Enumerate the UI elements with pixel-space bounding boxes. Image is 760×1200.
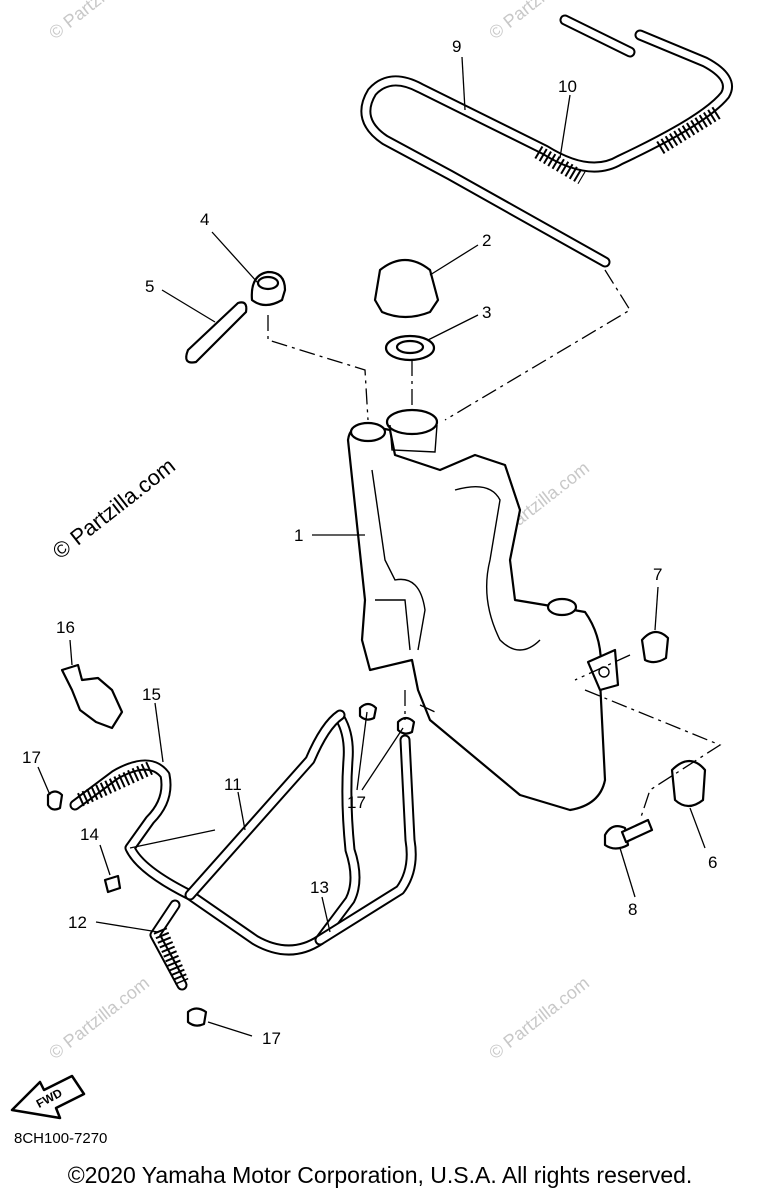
clip <box>46 790 64 811</box>
bolt <box>603 818 654 850</box>
leader-lines <box>37 56 706 1037</box>
callout-4: 4 <box>200 210 209 229</box>
callout-10: 10 <box>558 77 577 96</box>
collar <box>640 630 670 664</box>
grommet <box>670 759 707 808</box>
callout-2: 2 <box>482 231 491 250</box>
callout-7: 7 <box>653 565 662 584</box>
callout-13: 13 <box>310 878 329 897</box>
watermark-main: © Partzilla.com <box>48 453 180 564</box>
watermark: © Partzilla.com <box>485 973 593 1063</box>
watermark: © Partzilla.com <box>45 0 153 43</box>
callout-17: 17 <box>347 793 366 812</box>
hose-holder <box>60 663 124 730</box>
short-pipe <box>185 301 248 364</box>
callout-8: 8 <box>628 900 637 919</box>
oil-hoses <box>69 709 417 991</box>
hose-fitting <box>250 270 287 307</box>
callout-16: 16 <box>56 618 75 637</box>
assembly-lines <box>267 269 722 821</box>
callout-12: 12 <box>68 913 87 932</box>
callout-11: 11 <box>224 775 242 794</box>
callout-17: 17 <box>22 748 41 767</box>
copyright-notice: ©2020 Yamaha Motor Corporation, U.S.A. A… <box>67 1162 693 1188</box>
tank-cap <box>373 258 440 319</box>
callout-14: 14 <box>80 825 99 844</box>
clip <box>358 702 378 721</box>
breather-hose <box>360 14 733 268</box>
callout-6: 6 <box>708 853 717 872</box>
fwd-arrow-icon: FWD <box>10 1074 86 1120</box>
callouts: 1 2 3 4 5 6 7 8 9 10 11 12 13 14 15 16 1… <box>22 37 717 1048</box>
callout-3: 3 <box>482 303 491 322</box>
callout-5: 5 <box>145 277 154 296</box>
watermark: © Partzilla.com <box>45 973 153 1063</box>
callout-15: 15 <box>142 685 161 704</box>
band <box>103 874 122 894</box>
diagram-code: 8CH100-7270 <box>14 1130 108 1147</box>
callout-17: 17 <box>262 1029 281 1048</box>
callout-9: 9 <box>452 37 461 56</box>
callout-1: 1 <box>294 526 303 545</box>
oil-tank <box>346 408 620 812</box>
clip <box>186 1007 208 1027</box>
